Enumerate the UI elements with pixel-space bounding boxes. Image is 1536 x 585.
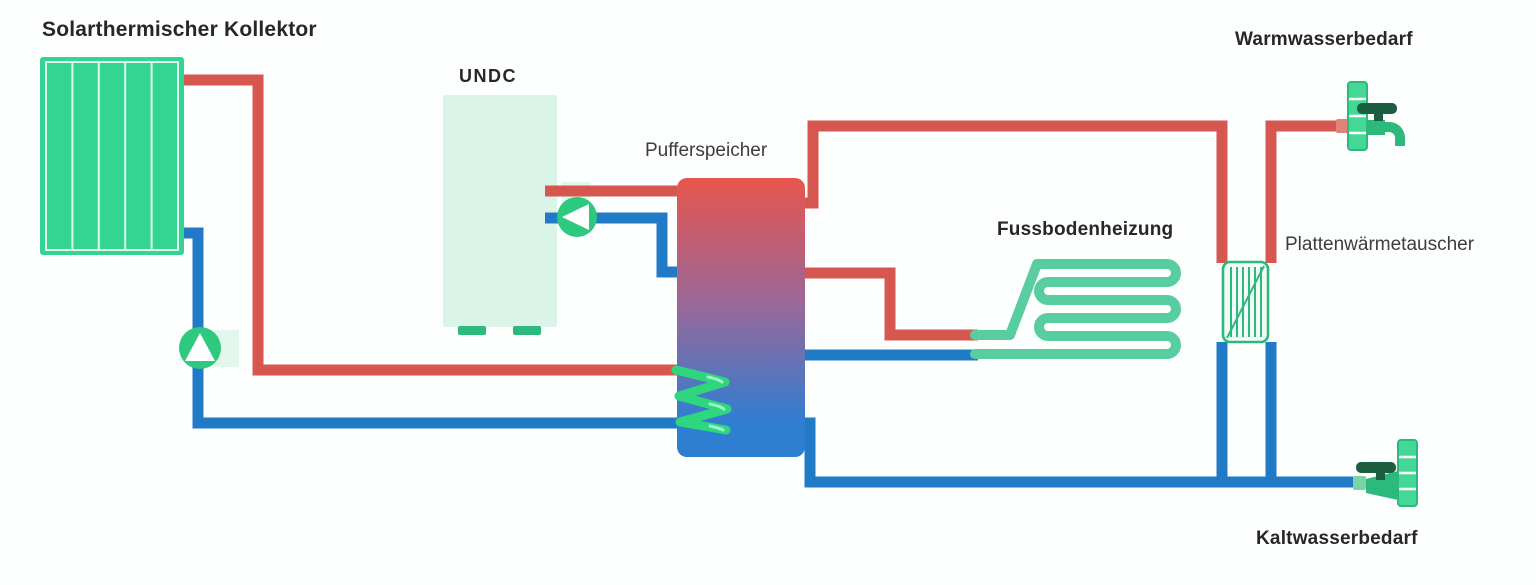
faucet-collar: [1336, 119, 1349, 133]
faucet-body: [1366, 471, 1398, 500]
faucet-handle: [1357, 103, 1397, 114]
faucet-stem: [1374, 112, 1383, 121]
label-heat-pump-unit: UNDC: [459, 66, 517, 86]
label-hot-water-demand: Warmwasserbedarf: [1235, 29, 1413, 50]
plate-heat-exchanger: [1221, 260, 1270, 344]
hx-diagonal: [1226, 265, 1265, 339]
cold-water-faucet-icon: [1353, 439, 1418, 507]
pipe-tank-hot-top: [800, 120, 1228, 263]
coil-highlight: [706, 375, 724, 384]
faucet-spout: [1382, 122, 1405, 146]
buffer-tank: [671, 178, 805, 457]
faucet-body: [1367, 120, 1385, 135]
pump-solar: [179, 327, 221, 369]
solar-collector: [40, 57, 184, 255]
pump-arrow-up-icon: [185, 333, 215, 361]
pipe-solar-hot: [183, 74, 679, 376]
pipes: [183, 74, 1353, 488]
heat-pump-unit-box: [443, 95, 557, 335]
pipe-hx-to-hot-faucet: [1265, 120, 1338, 263]
label-floor-heating: Fussbodenheizung: [997, 219, 1174, 240]
heat-pump-foot-right: [513, 326, 541, 335]
heat-pump-foot-left: [458, 326, 486, 335]
label-cold-water-demand: Kaltwasserbedarf: [1256, 528, 1418, 549]
collector-panel: [40, 57, 184, 255]
floor-heating-serpentine: [970, 259, 1181, 359]
pipe-floor-supply-hot: [800, 267, 978, 341]
pipe-undc-cold: [545, 212, 679, 278]
hot-water-faucet-icon: [1336, 81, 1405, 151]
collector-tubes: [71, 62, 153, 250]
pump-undc: [557, 197, 597, 237]
label-solar-collector: Solarthermischer Kollektor: [42, 18, 317, 41]
faucet-handle: [1356, 462, 1396, 473]
coil-highlight: [708, 402, 726, 411]
label-plate-heat-exchanger: Plattenwärmetauscher: [1285, 234, 1475, 255]
faucet-stem: [1376, 471, 1385, 480]
faucet-collar: [1353, 476, 1366, 490]
collector-inner-frame: [45, 61, 179, 251]
hx-plates: [1230, 267, 1262, 337]
coil-highlight: [708, 424, 725, 432]
label-buffer-tank: Pufferspeicher: [645, 140, 768, 161]
pump-arrow-left-icon: [562, 204, 589, 230]
heat-pump-body: [443, 95, 557, 327]
